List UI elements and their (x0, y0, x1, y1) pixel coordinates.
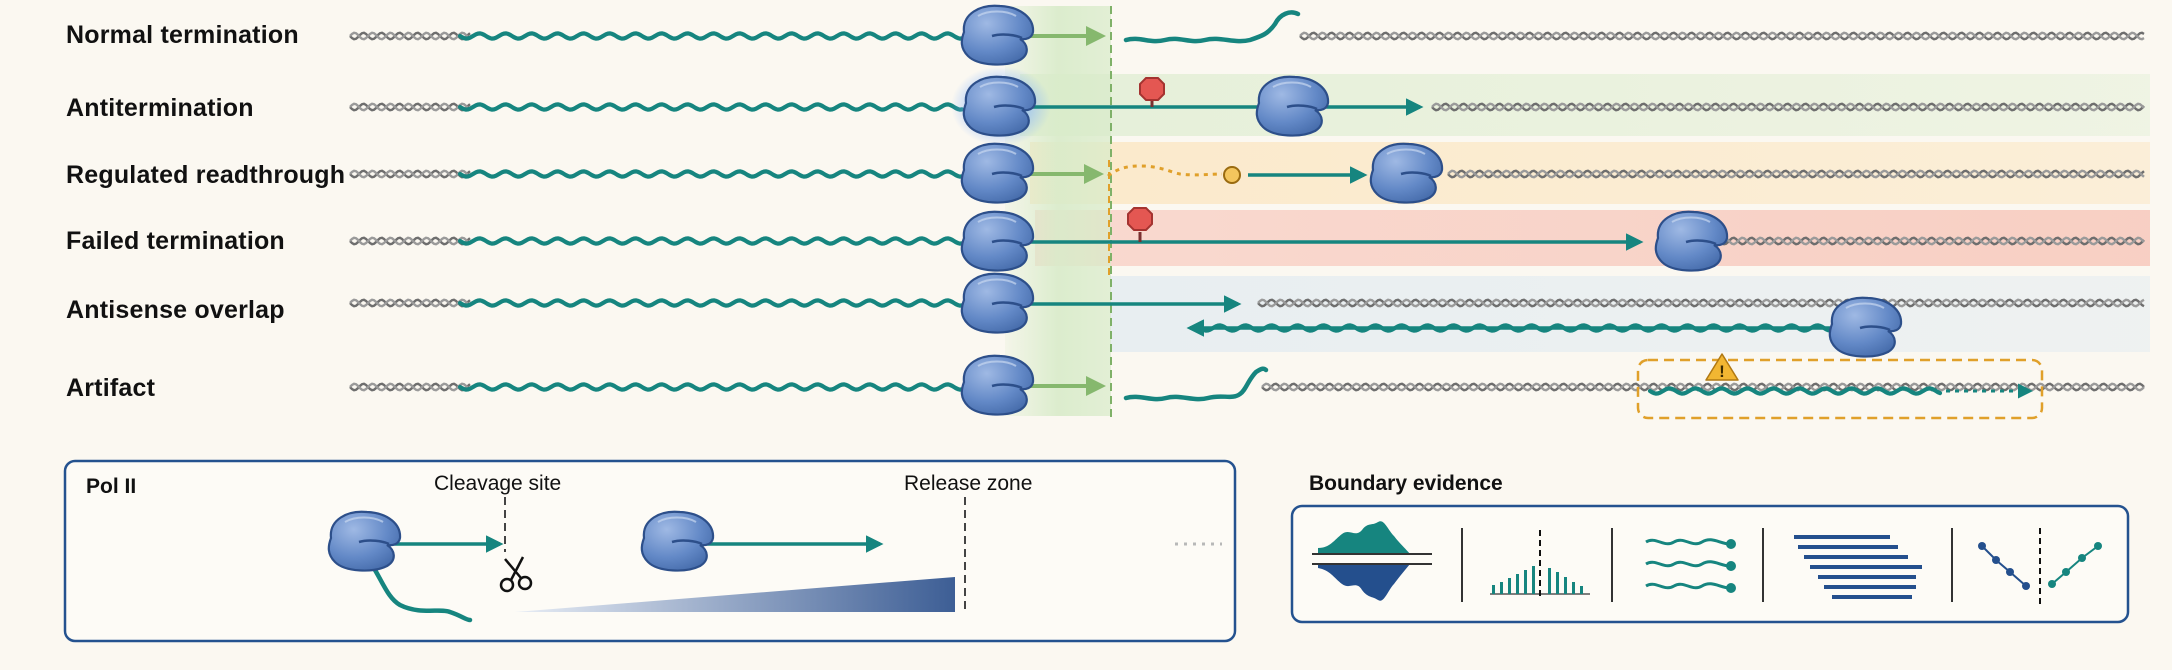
coverage-plot-icon (1312, 521, 1432, 601)
polymerase-icon (960, 4, 1035, 66)
pol-ii-label: Pol II (86, 475, 137, 498)
artifact-box (1636, 358, 2044, 420)
boundary-window (1005, 6, 1111, 416)
released-rna (1123, 366, 1269, 402)
polymerase-icon (327, 510, 402, 572)
dna-helix (349, 102, 471, 112)
dna-layer (79, 31, 2145, 549)
rna-strand (457, 298, 965, 308)
polymerase-icon (1255, 75, 1330, 137)
svg-text:!: ! (1719, 362, 1725, 381)
row-label-antitermination: Antitermination (66, 94, 254, 122)
regulator-factor-icon (1223, 166, 1241, 184)
rna-strand (457, 236, 965, 246)
evidence-title: Boundary evidence (1309, 472, 1503, 495)
polymerase-icon (1828, 296, 1903, 358)
dna-helix (349, 169, 471, 179)
dna-helix (349, 382, 471, 392)
released-rna (1123, 10, 1301, 44)
reads-icon (1645, 538, 1736, 593)
schematic-panel (63, 459, 1237, 643)
row-label-normal-termination: Normal termination (66, 21, 299, 49)
row-regulated-readthrough (960, 142, 1444, 204)
row-normal-termination (960, 4, 1301, 66)
row-label-artifact: Artifact (66, 374, 156, 402)
scissors-icon (499, 556, 533, 593)
row-label-antisense-overlap: Antisense overlap (66, 296, 285, 324)
polymerase-icon (1654, 210, 1729, 272)
row-antitermination (951, 66, 1424, 146)
dna-helix (1257, 298, 2145, 308)
histogram-icon (1490, 530, 1590, 596)
dna-helix (349, 236, 471, 246)
row-failed-termination (960, 207, 1729, 272)
cleavage-site-label: Cleavage site (434, 472, 562, 495)
polymerase-icon (960, 210, 1035, 272)
rna-strand (457, 169, 965, 179)
rna-strand (457, 382, 965, 392)
row-label-regulated-readthrough: Regulated readthrough (66, 161, 346, 189)
stop-sign-icon (1127, 207, 1153, 242)
row-bands (1020, 74, 2150, 352)
release-zone-label: Release zone (904, 472, 1033, 495)
polymerase-icon (960, 354, 1035, 416)
warning-icon: ! (1705, 353, 1739, 381)
read-pileup-icon (1794, 535, 1922, 599)
polymerase-icon (960, 142, 1035, 204)
dna-helix (1719, 236, 2145, 246)
artifact-rna (1647, 386, 1943, 396)
changepoint-icon (1978, 528, 2102, 604)
dna-helix (1261, 382, 2145, 392)
dna-helix (349, 298, 471, 308)
dna-helix (1447, 169, 2145, 179)
row-artifact: ! (960, 353, 2044, 420)
rna-strand (457, 102, 965, 112)
row-label-failed-termination: Failed termination (66, 227, 285, 255)
dna-helix (1431, 102, 2145, 112)
rna-strand (457, 31, 965, 41)
stop-sign-icon (1139, 77, 1165, 107)
polymerase-icon (640, 510, 715, 572)
dna-helix (1299, 31, 2145, 41)
release-gradient-wedge (515, 577, 955, 612)
polymerase-icon (962, 75, 1037, 137)
polymerase-icon (1369, 142, 1444, 204)
row-antisense-overlap (960, 272, 1903, 358)
polymerase-icon (960, 272, 1035, 334)
evidence-panel (1290, 504, 2130, 624)
dna-helix (349, 31, 471, 41)
